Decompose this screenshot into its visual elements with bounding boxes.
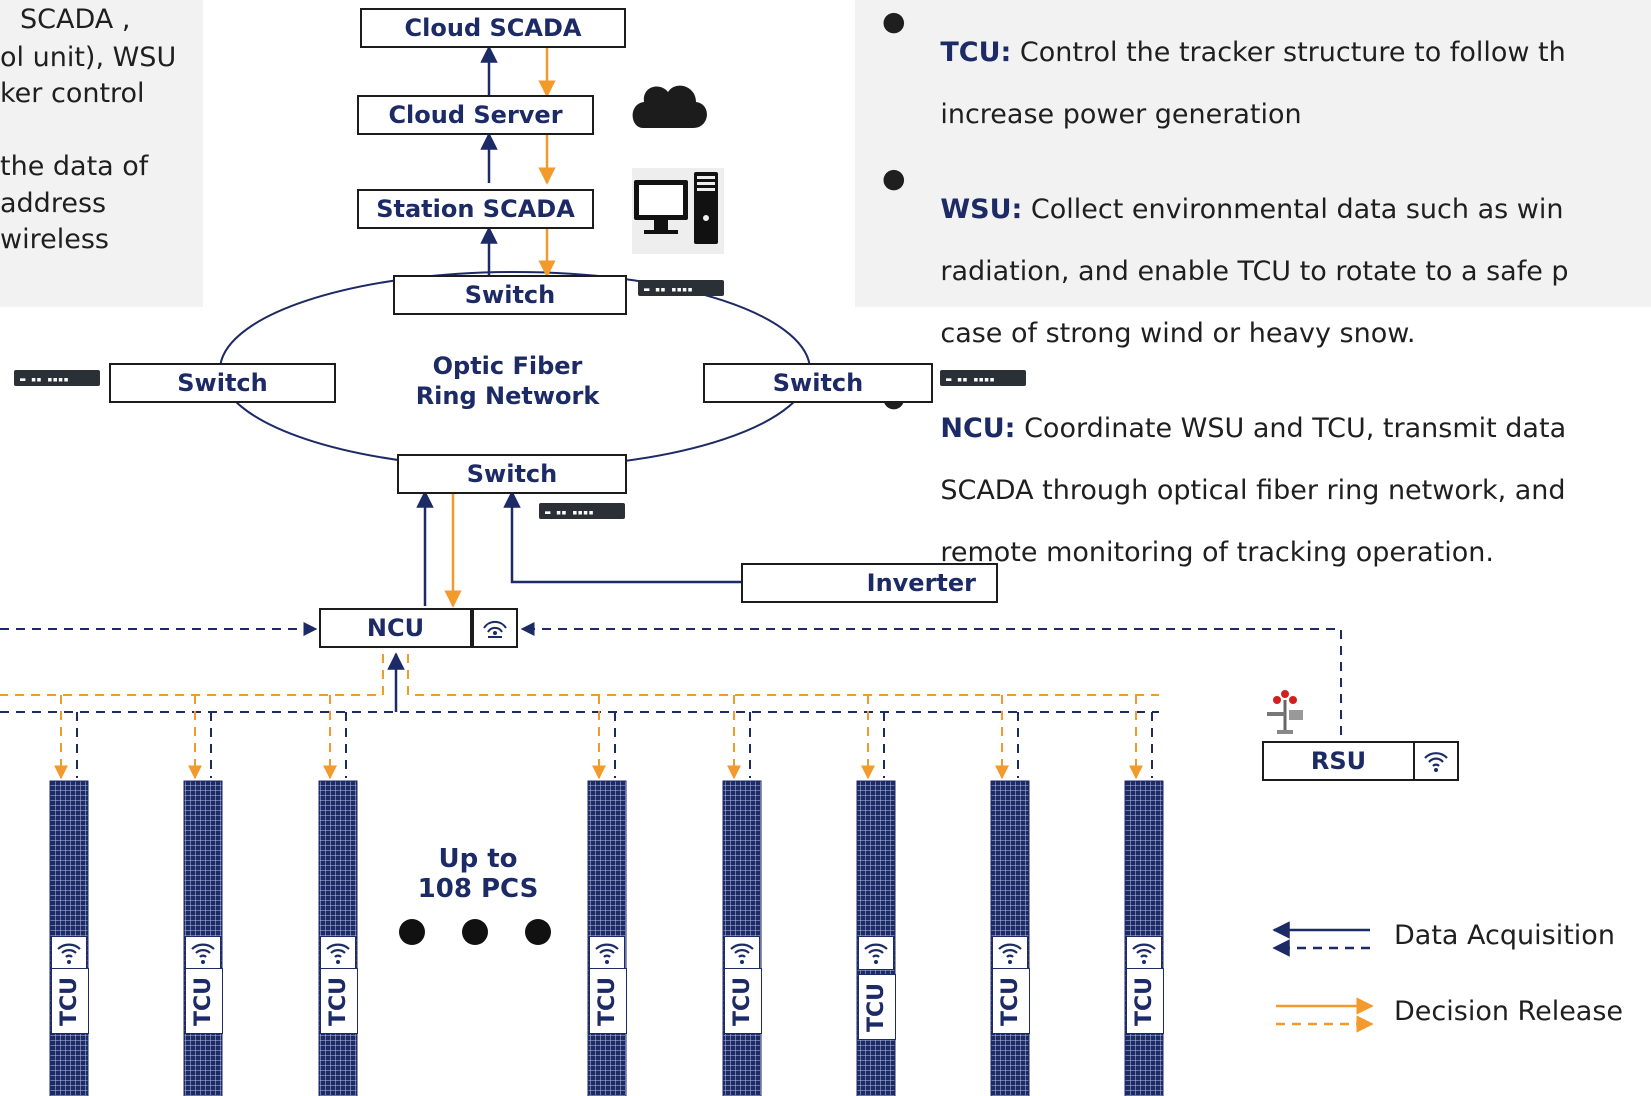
switch-left-node: Switch bbox=[109, 363, 336, 403]
tcu-wifi-icon bbox=[185, 936, 221, 970]
tcu-wifi-icon bbox=[51, 936, 87, 970]
tcu-description: ●TCU: Control the tracker structure to f… bbox=[882, 6, 1566, 130]
switch-icon: ▬ ▪▪ ▪▪▪▪ bbox=[14, 370, 100, 386]
rsu-wireless-badge bbox=[1413, 741, 1459, 781]
legend-data-acquisition-arrows bbox=[1272, 921, 1370, 957]
switch-icon: ▬ ▪▪ ▪▪▪▪ bbox=[638, 280, 724, 296]
ellipsis-dot bbox=[399, 919, 425, 945]
legend-data-acquisition-label: Data Acquisition bbox=[1394, 920, 1615, 951]
wsu-description: ●WSU: Collect environmental data such as… bbox=[882, 163, 1569, 349]
left-note-line-5: the data of bbox=[0, 151, 149, 182]
top-stack-connectors bbox=[480, 45, 556, 278]
switch-icon: ▬ ▪▪ ▪▪▪▪ bbox=[539, 503, 625, 519]
weather-station-icon bbox=[1267, 690, 1303, 734]
switch-ncu-connectors bbox=[416, 490, 741, 608]
svg-text:▬ ▪▪ ▪▪▪▪: ▬ ▪▪ ▪▪▪▪ bbox=[545, 508, 594, 518]
left-note-line-1: SCADA , bbox=[20, 4, 131, 35]
rsu-node: RSU bbox=[1262, 741, 1415, 781]
svg-text:▬ ▪▪ ▪▪▪▪: ▬ ▪▪ ▪▪▪▪ bbox=[946, 375, 995, 385]
switch-bottom-node: Switch bbox=[397, 454, 627, 494]
tcu-wifi-icon bbox=[589, 936, 625, 970]
svg-text:▬ ▪▪ ▪▪▪▪: ▬ ▪▪ ▪▪▪▪ bbox=[20, 375, 69, 385]
tcu-bus-lines bbox=[0, 652, 1159, 713]
switch-icon: ▬ ▪▪ ▪▪▪▪ bbox=[940, 370, 1026, 386]
ncu-description: ●NCU: Coordinate WSU and TCU, transmit d… bbox=[882, 382, 1567, 568]
left-note-line-3: ker control bbox=[0, 78, 145, 109]
tcu-label: TCU bbox=[185, 968, 223, 1034]
right-note-panel bbox=[855, 0, 1651, 307]
inverter-node: Inverter bbox=[741, 563, 998, 603]
tcu-label: TCU bbox=[724, 968, 762, 1034]
left-note-panel bbox=[0, 0, 203, 307]
tcu-label: TCU bbox=[589, 968, 627, 1034]
legend-decision-release-arrows bbox=[1276, 997, 1374, 1033]
rsu-wireless-link bbox=[520, 622, 1342, 735]
computer-icon bbox=[632, 168, 724, 254]
tcu-wifi-icon bbox=[992, 936, 1028, 970]
tcu-wifi-icon bbox=[724, 936, 760, 970]
ellipsis-dot bbox=[525, 919, 551, 945]
tcu-drop-lines bbox=[54, 695, 1153, 780]
cloud-scada-node: Cloud SCADA bbox=[360, 8, 626, 48]
component-descriptions: ●TCU: Control the tracker structure to f… bbox=[882, 6, 1569, 601]
wireless-signal-icon bbox=[483, 621, 507, 638]
tcu-label: TCU bbox=[992, 968, 1030, 1034]
tcu-wifi-icon bbox=[858, 936, 894, 970]
tcu-label: TCU bbox=[51, 968, 89, 1034]
left-note-line-2: ol unit), WSU bbox=[0, 42, 177, 73]
cloud-server-node: Cloud Server bbox=[357, 95, 594, 135]
tcu-wifi-icon bbox=[1126, 936, 1162, 970]
cloud-icon bbox=[632, 85, 707, 128]
tcu-label: TCU bbox=[1126, 968, 1164, 1034]
tcu-wifi-icon bbox=[320, 936, 356, 970]
left-note-line-6: address bbox=[0, 188, 107, 219]
tcu-label: TCU bbox=[858, 974, 896, 1040]
wifi-icon bbox=[1424, 752, 1448, 772]
left-note-line-7: wireless bbox=[0, 224, 109, 255]
legend-decision-release-label: Decision Release bbox=[1394, 996, 1624, 1027]
tcu-label: TCU bbox=[320, 968, 358, 1034]
switch-top-node: Switch bbox=[393, 275, 627, 315]
switch-right-node: Switch bbox=[703, 363, 933, 403]
ellipsis-dot bbox=[462, 919, 488, 945]
svg-text:▬ ▪▪ ▪▪▪▪: ▬ ▪▪ ▪▪▪▪ bbox=[644, 285, 693, 295]
ncu-wireless-badge bbox=[472, 608, 518, 648]
ncu-node: NCU bbox=[319, 608, 472, 648]
station-scada-node: Station SCADA bbox=[357, 189, 594, 229]
